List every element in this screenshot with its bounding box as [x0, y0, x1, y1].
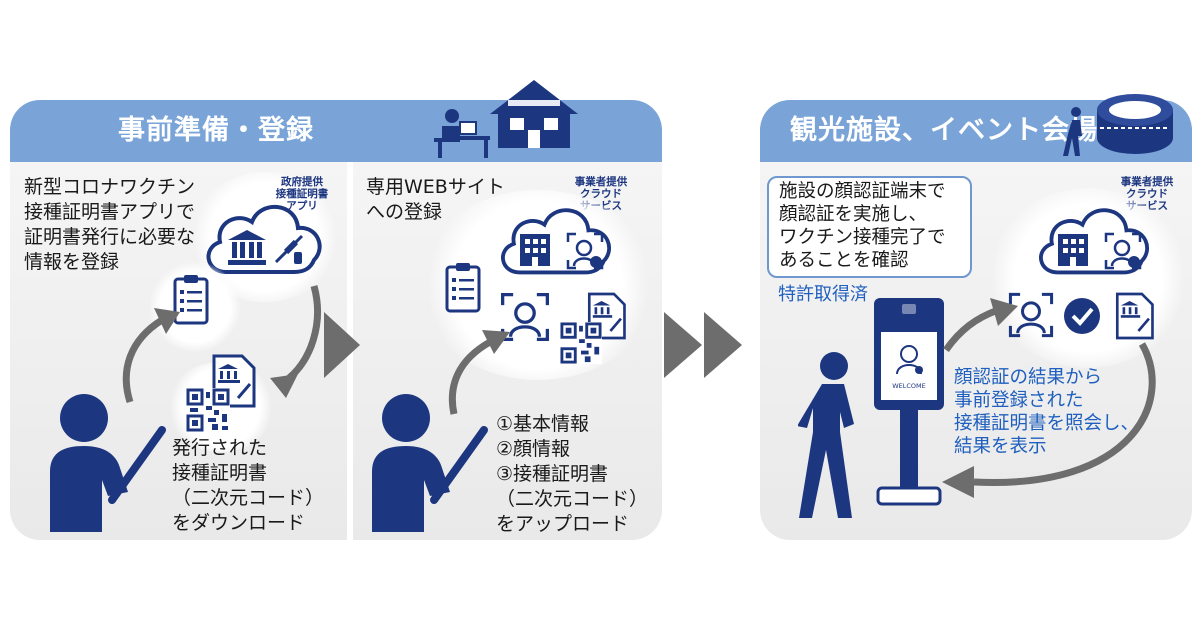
house-icon — [490, 80, 578, 148]
qr-code-icon — [186, 388, 230, 432]
curved-arrow-upload — [943, 298, 1018, 353]
face-scan-icon — [1008, 292, 1054, 338]
building-icon — [1058, 234, 1088, 266]
venue-result-text: 顔認証の結果から 事前登録された 接種証明書を照会し、 結果を表示 — [954, 367, 1140, 457]
face-terminal-icon — [874, 298, 944, 506]
step2-description: 専用WEBサイト への登録 — [366, 176, 505, 223]
building-icon — [520, 234, 550, 266]
qr-code-icon — [560, 322, 602, 364]
confirm-callout — [767, 176, 972, 278]
face-scan-icon — [1104, 232, 1142, 270]
venue-title: 観光施設、イベント会場 — [790, 115, 1098, 146]
confirm-text: 施設の顔認証端末で 顔認証を実施し、 ワクチン接種完了で あることを確認 — [779, 181, 946, 271]
face-scan-icon — [566, 232, 604, 270]
patent-label: 特許取得済 — [778, 284, 868, 305]
walking-person-icon — [1063, 107, 1082, 156]
syringe-icon — [274, 234, 304, 264]
curved-arrow-return — [942, 342, 1156, 498]
double-next-arrow — [664, 312, 742, 378]
terminal-welcome-text: WELCOME — [892, 382, 926, 390]
step1-description: 新型コロナワクチン 接種証明書アプリで 証明書発行に必要な 情報を登録 — [24, 176, 196, 273]
next-step-arrow — [324, 312, 360, 378]
walking-person-icon — [798, 352, 854, 518]
step2-upload-list: ①基本情報 ②顔情報 ③接種証明書 （二次元コード） をアップロード — [496, 413, 649, 535]
check-circle-icon — [1064, 298, 1100, 334]
certificate-icon — [1115, 292, 1154, 340]
government-app-label: 政府提供 接種証明書 アプリ — [275, 176, 329, 212]
person-with-phone-icon — [50, 394, 166, 532]
checklist-icon — [445, 263, 481, 313]
curved-arrow-upload — [448, 330, 510, 415]
step1-result: 発行された 接種証明書 （二次元コード） をダウンロード — [172, 437, 325, 534]
curved-arrow-download — [270, 285, 321, 398]
curved-arrow-upload — [122, 308, 180, 404]
bank-icon — [228, 230, 266, 265]
preparation-title: 事前準備・登録 — [118, 115, 314, 146]
face-scan-icon — [500, 292, 550, 342]
checklist-icon — [173, 275, 209, 325]
person-with-phone-icon — [372, 394, 488, 532]
stadium-icon — [1097, 94, 1173, 154]
desk-worker-icon — [434, 109, 490, 158]
